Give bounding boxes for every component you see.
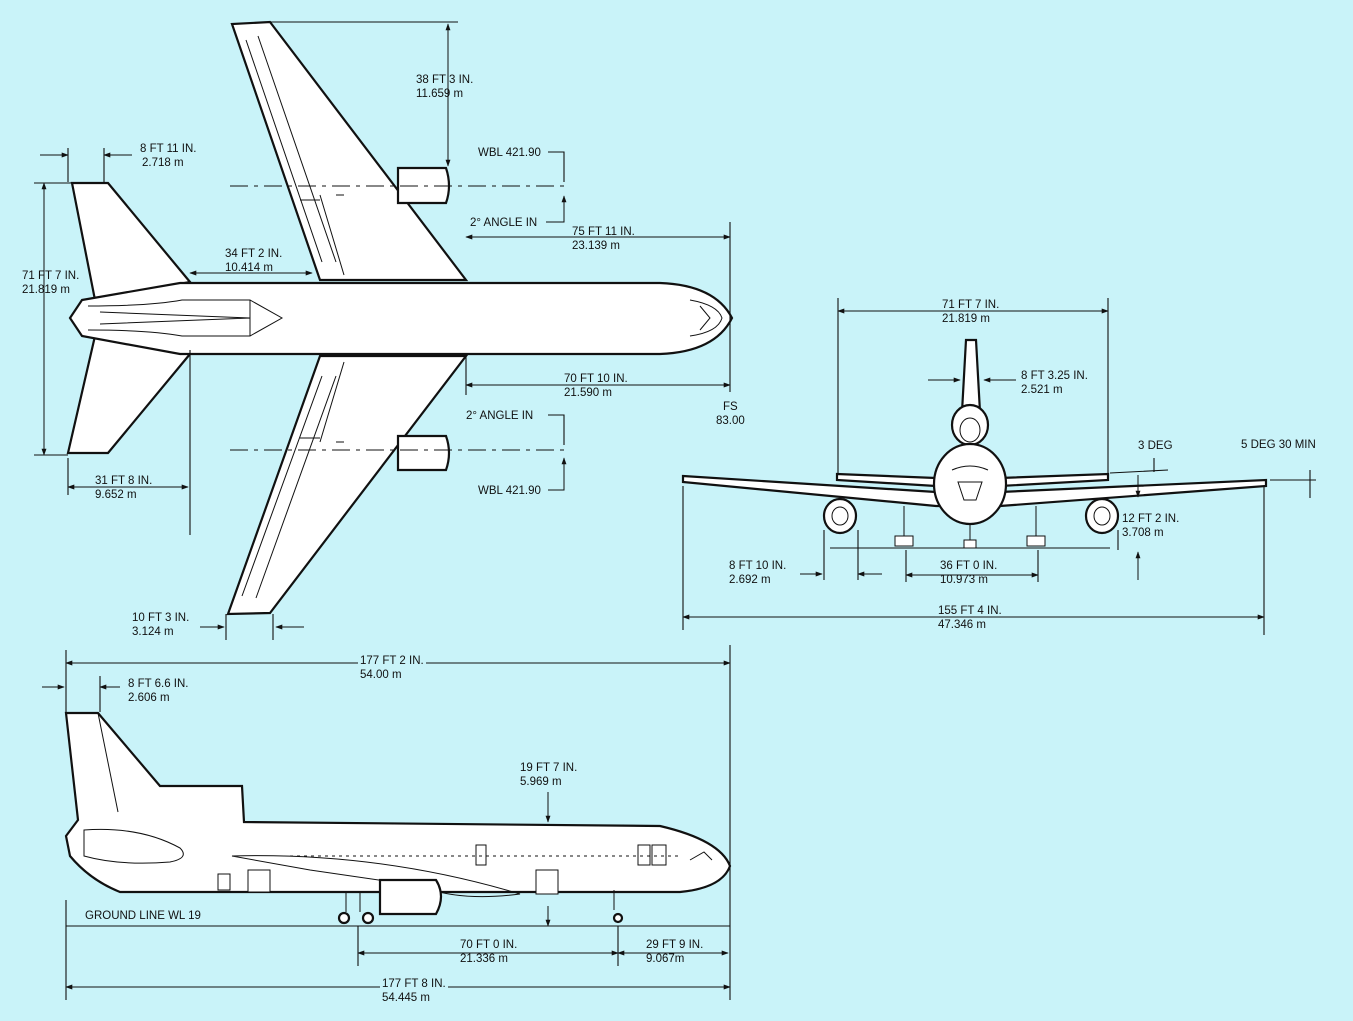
- label-dihedral-wing: 5 DEG 30 MIN: [1241, 439, 1316, 451]
- front-view: [681, 298, 1316, 635]
- dim-tailplane-span: 71 FT 7 IN.21.819 m: [22, 270, 80, 296]
- label-wbl-top: WBL 421.90: [478, 147, 541, 159]
- front-view-left-engine: [822, 497, 858, 535]
- front-view-center-engine: [950, 403, 990, 447]
- dim-overall-length: 177 FT 8 IN.54.445 m: [380, 977, 448, 1005]
- dim-front-stab-span: 71 FT 7 IN.21.819 m: [942, 299, 1000, 325]
- top-view-upper-engine: [396, 166, 451, 205]
- top-view-lower-engine: [396, 434, 451, 472]
- top-view: [34, 20, 734, 640]
- dim-nose-to-wing-top: 75 FT 11 IN.23.139 m: [572, 226, 635, 252]
- side-view-engine: [378, 878, 443, 916]
- side-view: [42, 645, 732, 1000]
- dim-tail-length: 31 FT 8 IN.9.652 m: [95, 475, 153, 501]
- front-view-fuselage: [932, 442, 1008, 526]
- label-dihedral-stab: 3 DEG: [1138, 440, 1173, 452]
- dim-engine-clearance: 8 FT 10 IN.2.692 m: [729, 560, 787, 586]
- front-view-fin: [960, 338, 982, 414]
- top-view-lower-wing: [226, 354, 469, 616]
- dim-nose-to-wing-bottom: 70 FT 10 IN.21.590 m: [564, 373, 628, 399]
- dim-nose-to-nosegear: 29 FT 9 IN.9.067m: [646, 939, 704, 965]
- dim-wing-semispan: 38 FT 3 IN.11.659 m: [416, 74, 474, 100]
- dim-wheelbase: 70 FT 0 IN.21.336 m: [460, 939, 518, 965]
- dim-engine-height: 12 FT 2 IN.3.708 m: [1122, 513, 1180, 539]
- dim-tail-offset-side: 8 FT 6.6 IN.2.606 m: [128, 678, 189, 704]
- front-view-right-engine: [1084, 497, 1120, 535]
- dim-wingspan: 155 FT 4 IN.47.346 m: [938, 605, 1002, 631]
- label-ground-line: GROUND LINE WL 19: [85, 910, 201, 922]
- dim-tail-root: 34 FT 2 IN.10.414 m: [225, 248, 283, 274]
- dim-tail-offset-top: 8 FT 11 IN.2.718 m: [140, 143, 197, 169]
- label-angle-top: 2° ANGLE IN: [470, 217, 538, 229]
- top-view-upper-stabilizer: [70, 181, 193, 302]
- dim-main-gear-track: 36 FT 0 IN.10.973 m: [940, 560, 998, 586]
- dim-fin-width: 8 FT 3.25 IN.2.521 m: [1021, 370, 1088, 396]
- dim-height: 19 FT 7 IN.5.969 m: [520, 762, 578, 788]
- dim-fuselage-length: 177 FT 2 IN.54.00 m: [358, 654, 426, 682]
- label-wbl-bottom: WBL 421.90: [478, 485, 541, 497]
- top-view-upper-wing: [230, 20, 469, 282]
- top-view-fuselage: [68, 281, 734, 356]
- dim-wingtip-chord: 10 FT 3 IN.3.124 m: [132, 612, 190, 638]
- label-angle-bottom: 2° ANGLE IN: [466, 410, 534, 422]
- side-view-fuselage: [64, 711, 732, 894]
